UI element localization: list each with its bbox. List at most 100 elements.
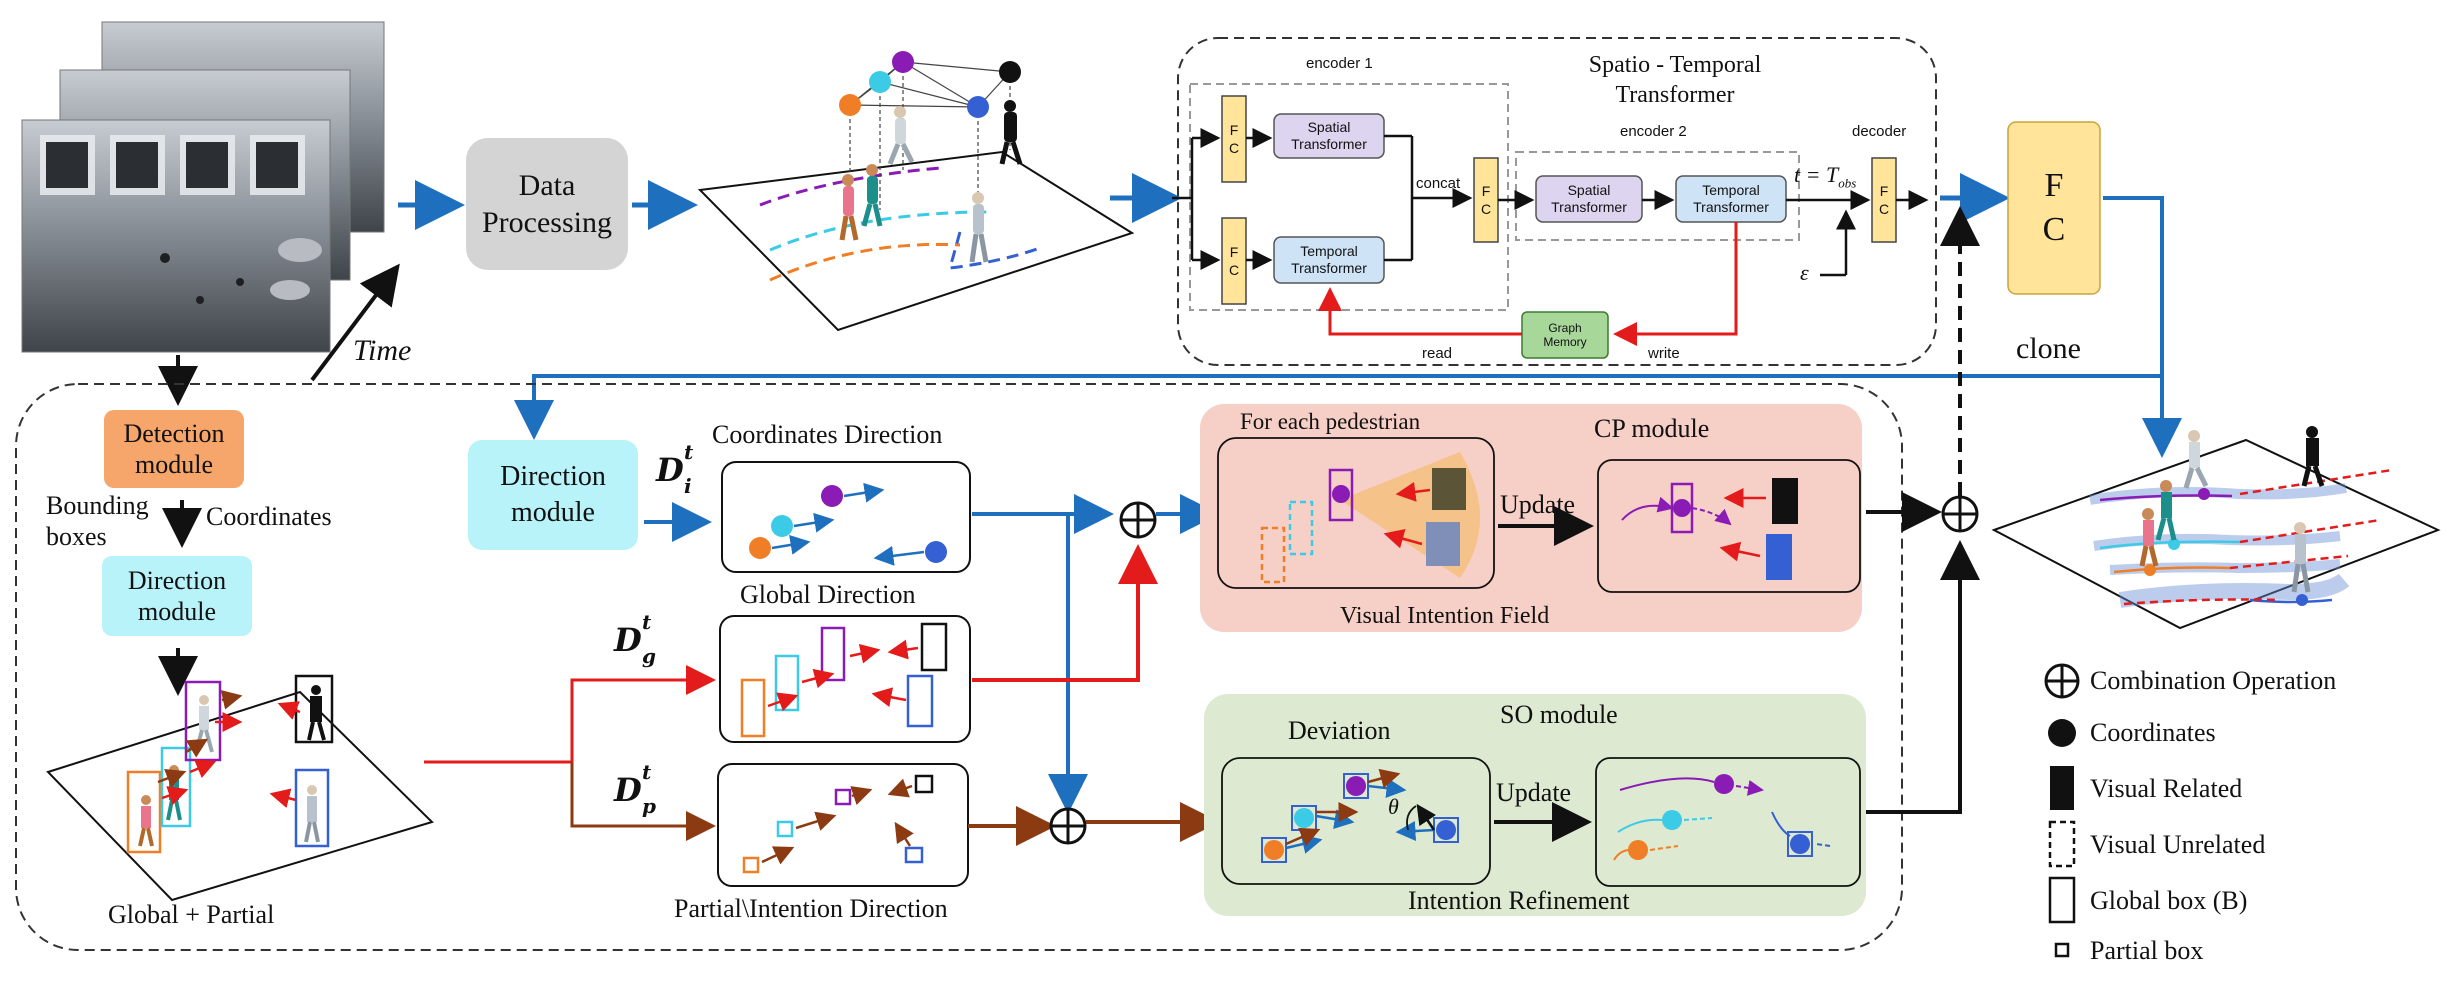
theta-label: θ	[1388, 794, 1399, 819]
data-processing-label: Data Processing	[466, 138, 628, 270]
epsilon-label: ε	[1800, 260, 1809, 285]
legend-icons	[2044, 663, 2080, 958]
bottom-region	[15, 383, 1903, 951]
cp-title: CP module	[1594, 414, 1710, 443]
mid-direction-l2: module	[511, 497, 595, 528]
partial-box-icon	[2054, 942, 2070, 958]
spatial-1-l2: Transformer	[1291, 136, 1367, 152]
data-processing-line1: Data	[518, 168, 576, 202]
temporal-1-l1: Temporal	[1300, 243, 1358, 260]
bounding-l1: Bounding	[46, 491, 149, 520]
legend-combination: Combination Operation	[2090, 666, 2337, 695]
read-label: read	[1422, 345, 1453, 362]
fc-3-f: F	[1879, 182, 1889, 199]
fc-2-c: C	[1480, 201, 1492, 217]
left-coordinates-label: Coordinates	[206, 502, 332, 531]
cp-combine-icon	[1119, 501, 1157, 539]
encoder2-label: encoder 2	[1620, 123, 1687, 140]
coordinates-direction-label: Coordinates Direction	[712, 420, 943, 449]
global-arrow	[570, 665, 716, 762]
top-scene	[697, 51, 1135, 332]
fc-1b-c: C	[1228, 262, 1240, 278]
fc-big-c: C	[2042, 211, 2066, 248]
spatial-2-l2: Transformer	[1551, 199, 1627, 215]
fc-3-c: C	[1878, 201, 1890, 217]
temporal-2-l2: Transformer	[1693, 199, 1769, 215]
stt-title-line1: Spatio - Temporal	[1588, 52, 1762, 78]
stt-title-line2: Transformer	[1615, 82, 1735, 108]
decoder-label: decoder	[1852, 123, 1907, 140]
legend-coordinates: Coordinates	[2090, 718, 2216, 747]
cp-update-label: Update	[1500, 490, 1576, 519]
d-i-sup: t	[684, 440, 694, 464]
fc-1a-f: F	[1229, 121, 1239, 138]
video-frames	[21, 21, 385, 353]
visual-related-icon	[2050, 766, 2074, 810]
fc-1a-c: C	[1228, 140, 1240, 156]
cp-field-label: Visual Intention Field	[1340, 603, 1550, 629]
data-processing-line2: Processing	[482, 206, 612, 239]
global-direction-label: Global Direction	[740, 580, 916, 609]
t-obs-main: t = T	[1794, 162, 1839, 187]
d-p-sub: p	[642, 794, 656, 818]
graph-memory-l1: Graph	[1548, 320, 1582, 335]
data-processing-box	[466, 138, 628, 270]
legend-global-box: Global box (B)	[2090, 886, 2248, 915]
global-direction-panel	[719, 615, 971, 743]
graph-memory-l2: Memory	[1543, 335, 1587, 349]
d-i-base: D	[656, 451, 684, 489]
middle-direction-box	[468, 440, 638, 550]
so-deviation-label: Deviation	[1288, 716, 1391, 745]
detection-l1: Detection	[123, 418, 225, 448]
t-obs-sub: obs	[1838, 175, 1857, 191]
global-partial-label: Global + Partial	[108, 900, 275, 929]
combination-icon	[2044, 663, 2080, 699]
final-combine-icon	[1941, 495, 1979, 533]
cp-for-each-label: For each pedestrian	[1240, 409, 1421, 434]
so-to-final-arrow	[1866, 540, 1980, 814]
visual-unrelated-icon	[2048, 820, 2076, 868]
t-obs-label: t = Tobs	[1794, 162, 1857, 191]
d-g-sub: g	[642, 644, 656, 668]
left-direction-box	[102, 556, 252, 636]
d-p-sup: t	[642, 760, 652, 784]
fc-box-1b	[1221, 217, 1247, 305]
middle-direction-label: Direction module	[468, 440, 638, 550]
write-label: write	[1648, 345, 1680, 362]
d-g-base: D	[614, 621, 642, 659]
clone-label: clone	[2016, 332, 2081, 365]
legend-visual-related: Visual Related	[2090, 774, 2243, 803]
detection-l2: module	[135, 450, 213, 479]
fc-1b-f: F	[1229, 243, 1239, 260]
fc-2-f: F	[1481, 182, 1491, 199]
so-module	[1204, 694, 1866, 916]
left-direction-l2: module	[138, 597, 216, 626]
fc-to-output-arrow	[2103, 196, 2182, 458]
so-refinement-label: Intention Refinement	[1408, 886, 1630, 915]
spatial-1-l1: Spatial	[1307, 119, 1351, 136]
stt-title: Spatio - Temporal Transformer	[1560, 50, 1790, 110]
fc-big-f: F	[2044, 166, 2064, 204]
time-arrow	[310, 263, 400, 382]
mid-direction-l1: Direction	[500, 460, 606, 492]
time-label: Time	[353, 334, 412, 367]
bounding-l2: boxes	[46, 522, 107, 552]
partial-arrow	[570, 762, 716, 841]
temporal-1-l2: Transformer	[1291, 260, 1367, 276]
partial-direction-panel	[717, 763, 969, 887]
so-update-label: Update	[1496, 778, 1572, 807]
